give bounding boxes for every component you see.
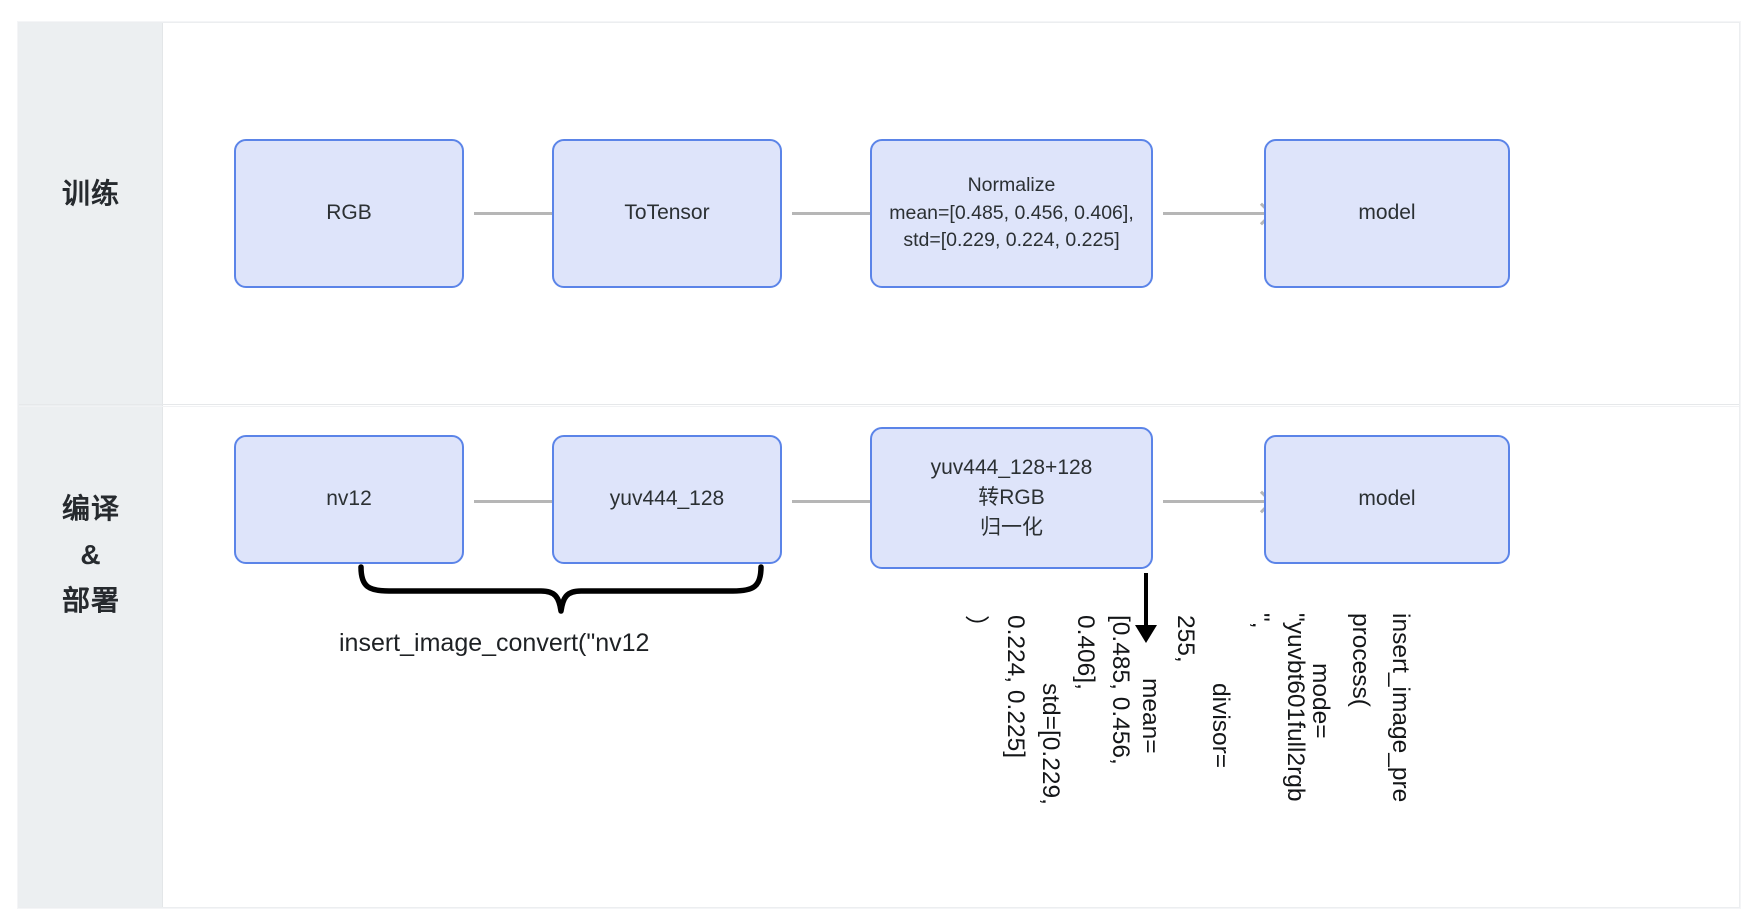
node-rgb[interactable]: RGB <box>234 139 464 288</box>
node-totensor-label: ToTensor <box>624 201 710 225</box>
arrow-yuv444-to-convert <box>792 500 897 503</box>
node-totensor[interactable]: ToTensor <box>552 139 782 288</box>
node-yuv444-128[interactable]: yuv444_128 <box>552 435 782 564</box>
callout-line-8: mean= <box>1137 678 1164 754</box>
arrow-nv12-to-yuv444 <box>474 500 579 503</box>
sidebar-label-training-text: 训练 <box>61 178 120 209</box>
arrow-down-to-callout <box>1144 573 1148 637</box>
node-model-training-label: model <box>1358 201 1416 225</box>
callout-line-2: process( <box>1347 613 1374 707</box>
sidebar-label-training: 训练 <box>19 171 163 217</box>
sidebar-label-deploy-line-3: 部署 <box>61 585 120 616</box>
callout-line-11: std=[0.229, <box>1037 683 1064 805</box>
row-divider-2 <box>19 406 1739 407</box>
sidebar-column <box>19 23 163 907</box>
brace-caption-text: insert_image_convert("nv12 <box>339 629 650 657</box>
node-rgb-label: RGB <box>326 201 372 225</box>
node-normalize-label: Normalize mean=[0.485, 0.456, 0.406], st… <box>889 173 1134 252</box>
sidebar-label-deploy-line-2: & <box>80 539 102 570</box>
node-normalize[interactable]: Normalize mean=[0.485, 0.456, 0.406], st… <box>870 139 1153 288</box>
callout-line-3: mode= <box>1307 663 1334 739</box>
callout-line-7: 255, <box>1172 615 1199 663</box>
arrow-totensor-to-normalize <box>792 212 897 215</box>
arrow-rgb-to-totensor <box>474 212 579 215</box>
node-yuv-to-rgb-normalize[interactable]: yuv444_128+128 转RGB 归一化 <box>870 427 1153 569</box>
callout-line-4: "yuvbt601full2rgb <box>1282 613 1309 802</box>
callout-line-5: ", <box>1247 613 1274 629</box>
arrow-convert-to-model <box>1163 500 1268 503</box>
brace-caption-insert-image-convert: insert_image_convert("nv12 <box>339 629 649 658</box>
sidebar-label-deploy-line-1: 编译 <box>61 493 120 524</box>
sidebar-label-deploy: 编译 & 部署 <box>19 486 163 624</box>
callout-line-6: divisor= <box>1207 683 1234 769</box>
node-yuv-to-rgb-normalize-label: yuv444_128+128 转RGB 归一化 <box>930 456 1093 539</box>
diagram-table-frame: 训练 编译 & 部署 RGB ToTensor Normalize mean=[… <box>18 22 1740 908</box>
node-model-deploy[interactable]: model <box>1264 435 1510 564</box>
row-divider-1 <box>19 404 1739 405</box>
node-model-deploy-label: model <box>1358 487 1416 511</box>
node-nv12-label: nv12 <box>326 487 372 511</box>
callout-line-9: [0.485, 0.456, <box>1107 615 1134 765</box>
arrow-normalize-to-model <box>1163 212 1268 215</box>
brace-image-convert <box>358 564 764 614</box>
node-yuv444-128-label: yuv444_128 <box>609 487 725 511</box>
callout-line-12: 0.224, 0.225] <box>1002 615 1029 759</box>
callout-line-1: insert_image_pre <box>1387 613 1414 803</box>
callout-line-13: ） <box>962 615 989 640</box>
node-nv12[interactable]: nv12 <box>234 435 464 564</box>
node-model-training[interactable]: model <box>1264 139 1510 288</box>
callout-line-10: 0.406], <box>1072 615 1099 690</box>
